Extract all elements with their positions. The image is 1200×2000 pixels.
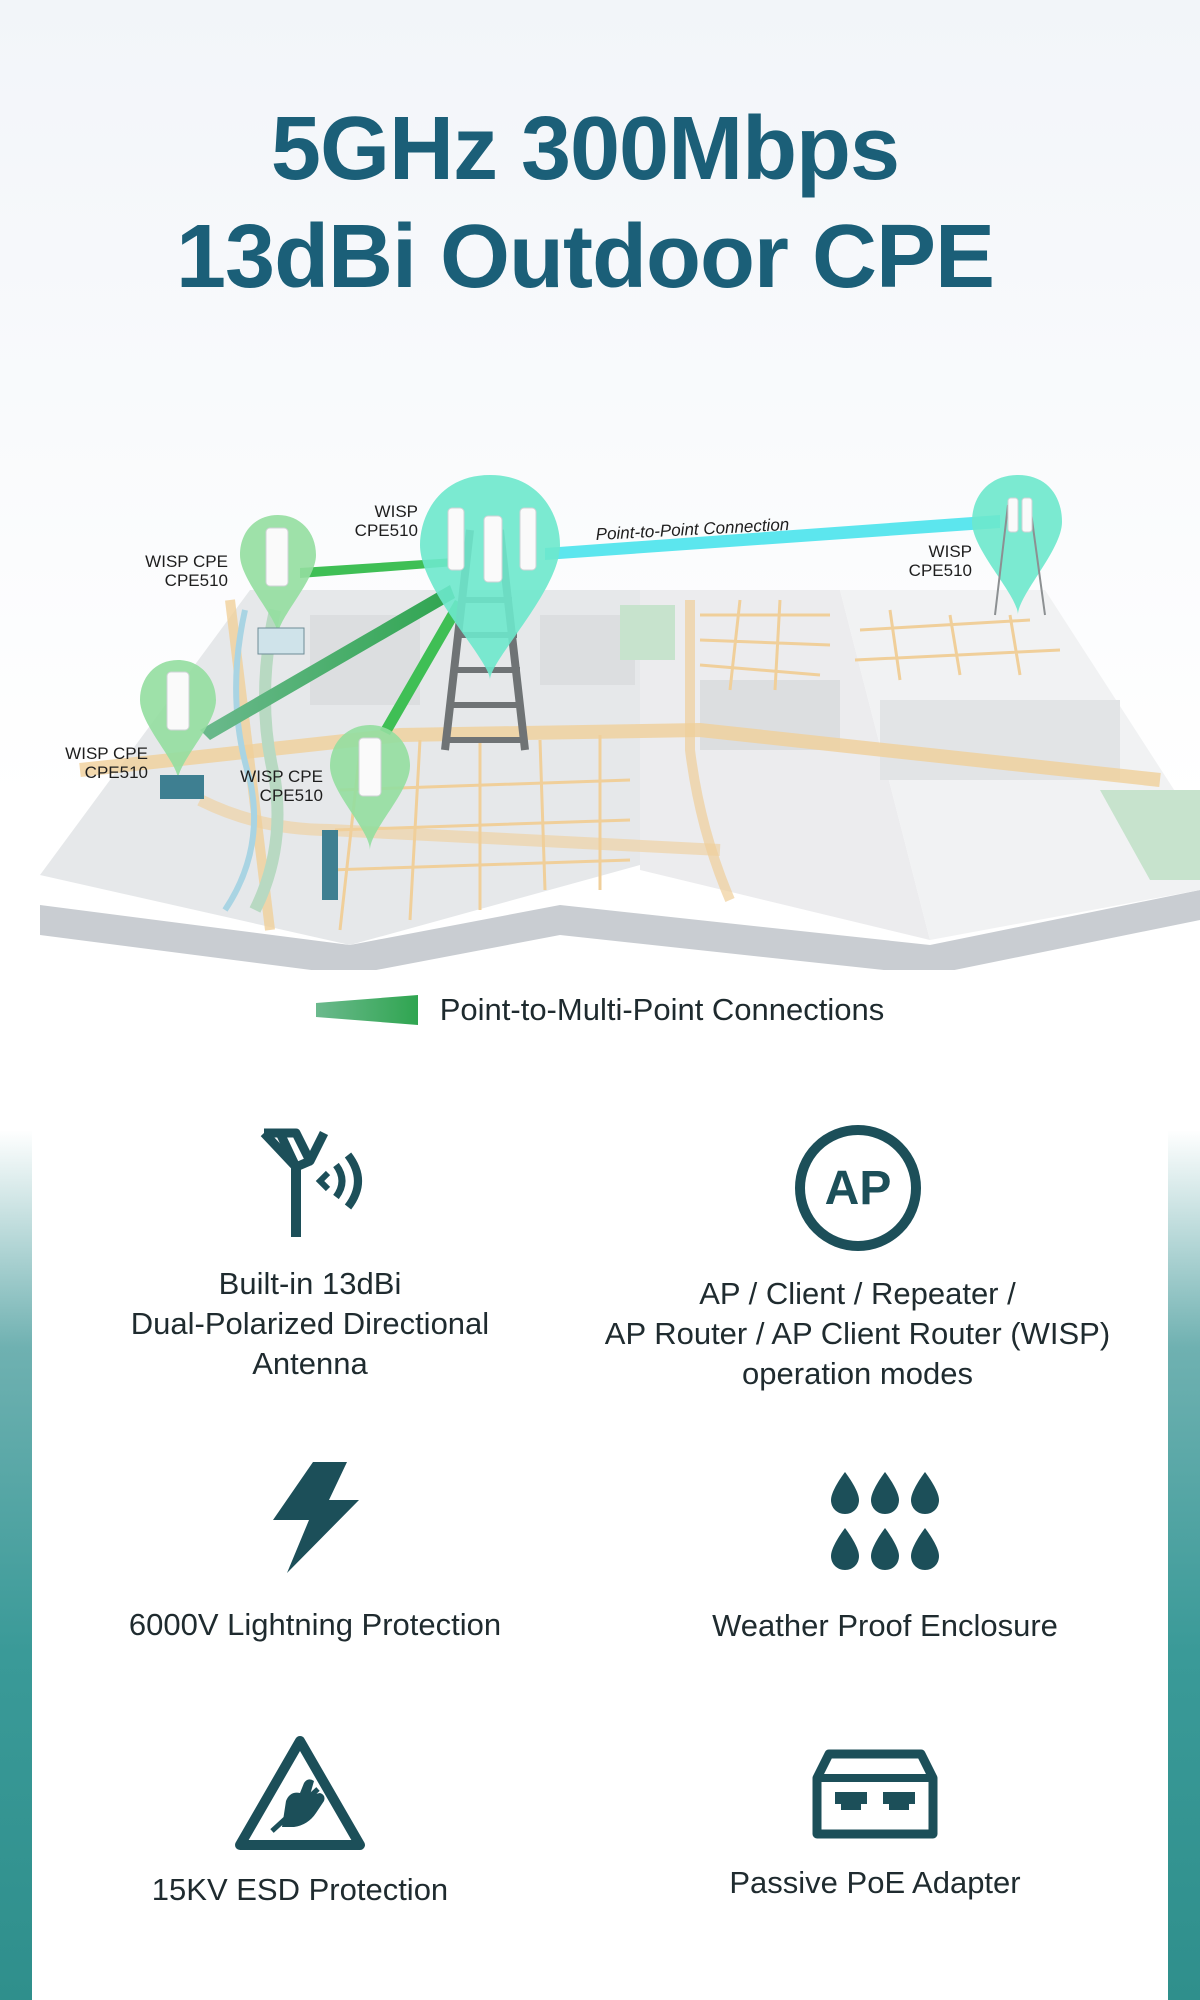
title-line-1: 5GHz 300Mbps — [270, 99, 900, 199]
feature-line: 15KV ESD Protection — [151, 1872, 449, 1907]
central-pin — [420, 475, 560, 680]
antenna-icon — [260, 1128, 362, 1237]
node-label-line1: WISP CPE — [240, 767, 323, 786]
node-label-line1: WISP CPE — [65, 744, 148, 763]
node-label-line2: CPE510 — [85, 763, 148, 782]
ptmp-beam — [380, 600, 465, 735]
green-strip — [249, 608, 284, 913]
feature-line: AP Router / AP Client Router (WISP) — [604, 1316, 1111, 1351]
legend-label: Point-to-Multi-Point Connections — [439, 992, 885, 1027]
feature-lightning: 6000V Lightning Protection — [70, 1460, 560, 1645]
map-block — [540, 615, 635, 685]
poe-adapter-icon — [812, 1749, 938, 1839]
feature-line: Antenna — [252, 1346, 368, 1381]
node-label-line1: WISP — [375, 502, 418, 521]
feature-line: operation modes — [742, 1356, 973, 1391]
client-pin-top-left — [240, 515, 316, 655]
ptmp-beam — [200, 585, 455, 740]
title-line-2: 13dBi Outdoor CPE — [175, 207, 995, 307]
ap-icon-text: AP — [824, 1162, 891, 1215]
feature-operation-modes: AP AP / Client / Repeater / AP Router / … — [575, 1122, 1140, 1394]
park-area — [1100, 790, 1200, 880]
node-label-line2: CPE510 — [355, 521, 418, 540]
water-drops-icon — [831, 1472, 939, 1570]
node-label-line2: CPE510 — [260, 786, 323, 805]
client-pin-bottom — [322, 725, 410, 900]
lightning-icon — [273, 1462, 359, 1573]
feature-line: 6000V Lightning Protection — [128, 1607, 502, 1642]
features-card — [32, 1040, 1168, 2000]
node-label-line2: CPE510 — [165, 571, 228, 590]
river — [222, 609, 258, 912]
feature-poe: Passive PoE Adapter — [640, 1748, 1110, 1903]
feature-line: Weather Proof Enclosure — [712, 1608, 1058, 1643]
network-map-illustration: Point-to-Point Connection WISP CPE510 WI… — [40, 475, 1200, 970]
client-pin-left — [140, 660, 216, 799]
park-area — [620, 605, 675, 660]
feature-antenna: Built-in 13dBi Dual-Polarized Directiona… — [60, 1125, 560, 1384]
feature-line: Passive PoE Adapter — [729, 1865, 1021, 1900]
ptmp-beam — [300, 558, 455, 578]
node-label-line2: CPE510 — [909, 561, 972, 580]
node-label-line1: WISP — [929, 542, 972, 561]
ptp-beam — [545, 515, 1000, 560]
feature-line: AP / Client / Repeater / — [699, 1276, 1016, 1311]
feature-line: Dual-Polarized Directional — [130, 1306, 490, 1341]
esd-warning-icon — [235, 1736, 365, 1850]
remote-pin — [972, 475, 1062, 616]
page-title: 5GHz 300Mbps 13dBi Outdoor CPE — [0, 95, 1170, 311]
ptmp-legend-swatch — [315, 995, 418, 1025]
ap-icon: AP — [794, 1125, 921, 1251]
map-shadow — [40, 890, 1200, 970]
feature-weatherproof: Weather Proof Enclosure — [640, 1470, 1130, 1646]
left-accent-strip — [0, 1130, 32, 2000]
right-accent-strip — [1168, 1130, 1200, 2000]
feature-esd: 15KV ESD Protection — [60, 1735, 540, 1910]
legend: Point-to-Multi-Point Connections — [0, 985, 1200, 1035]
node-label-line1: WISP CPE — [145, 552, 228, 571]
feature-line: Built-in 13dBi — [218, 1266, 402, 1301]
